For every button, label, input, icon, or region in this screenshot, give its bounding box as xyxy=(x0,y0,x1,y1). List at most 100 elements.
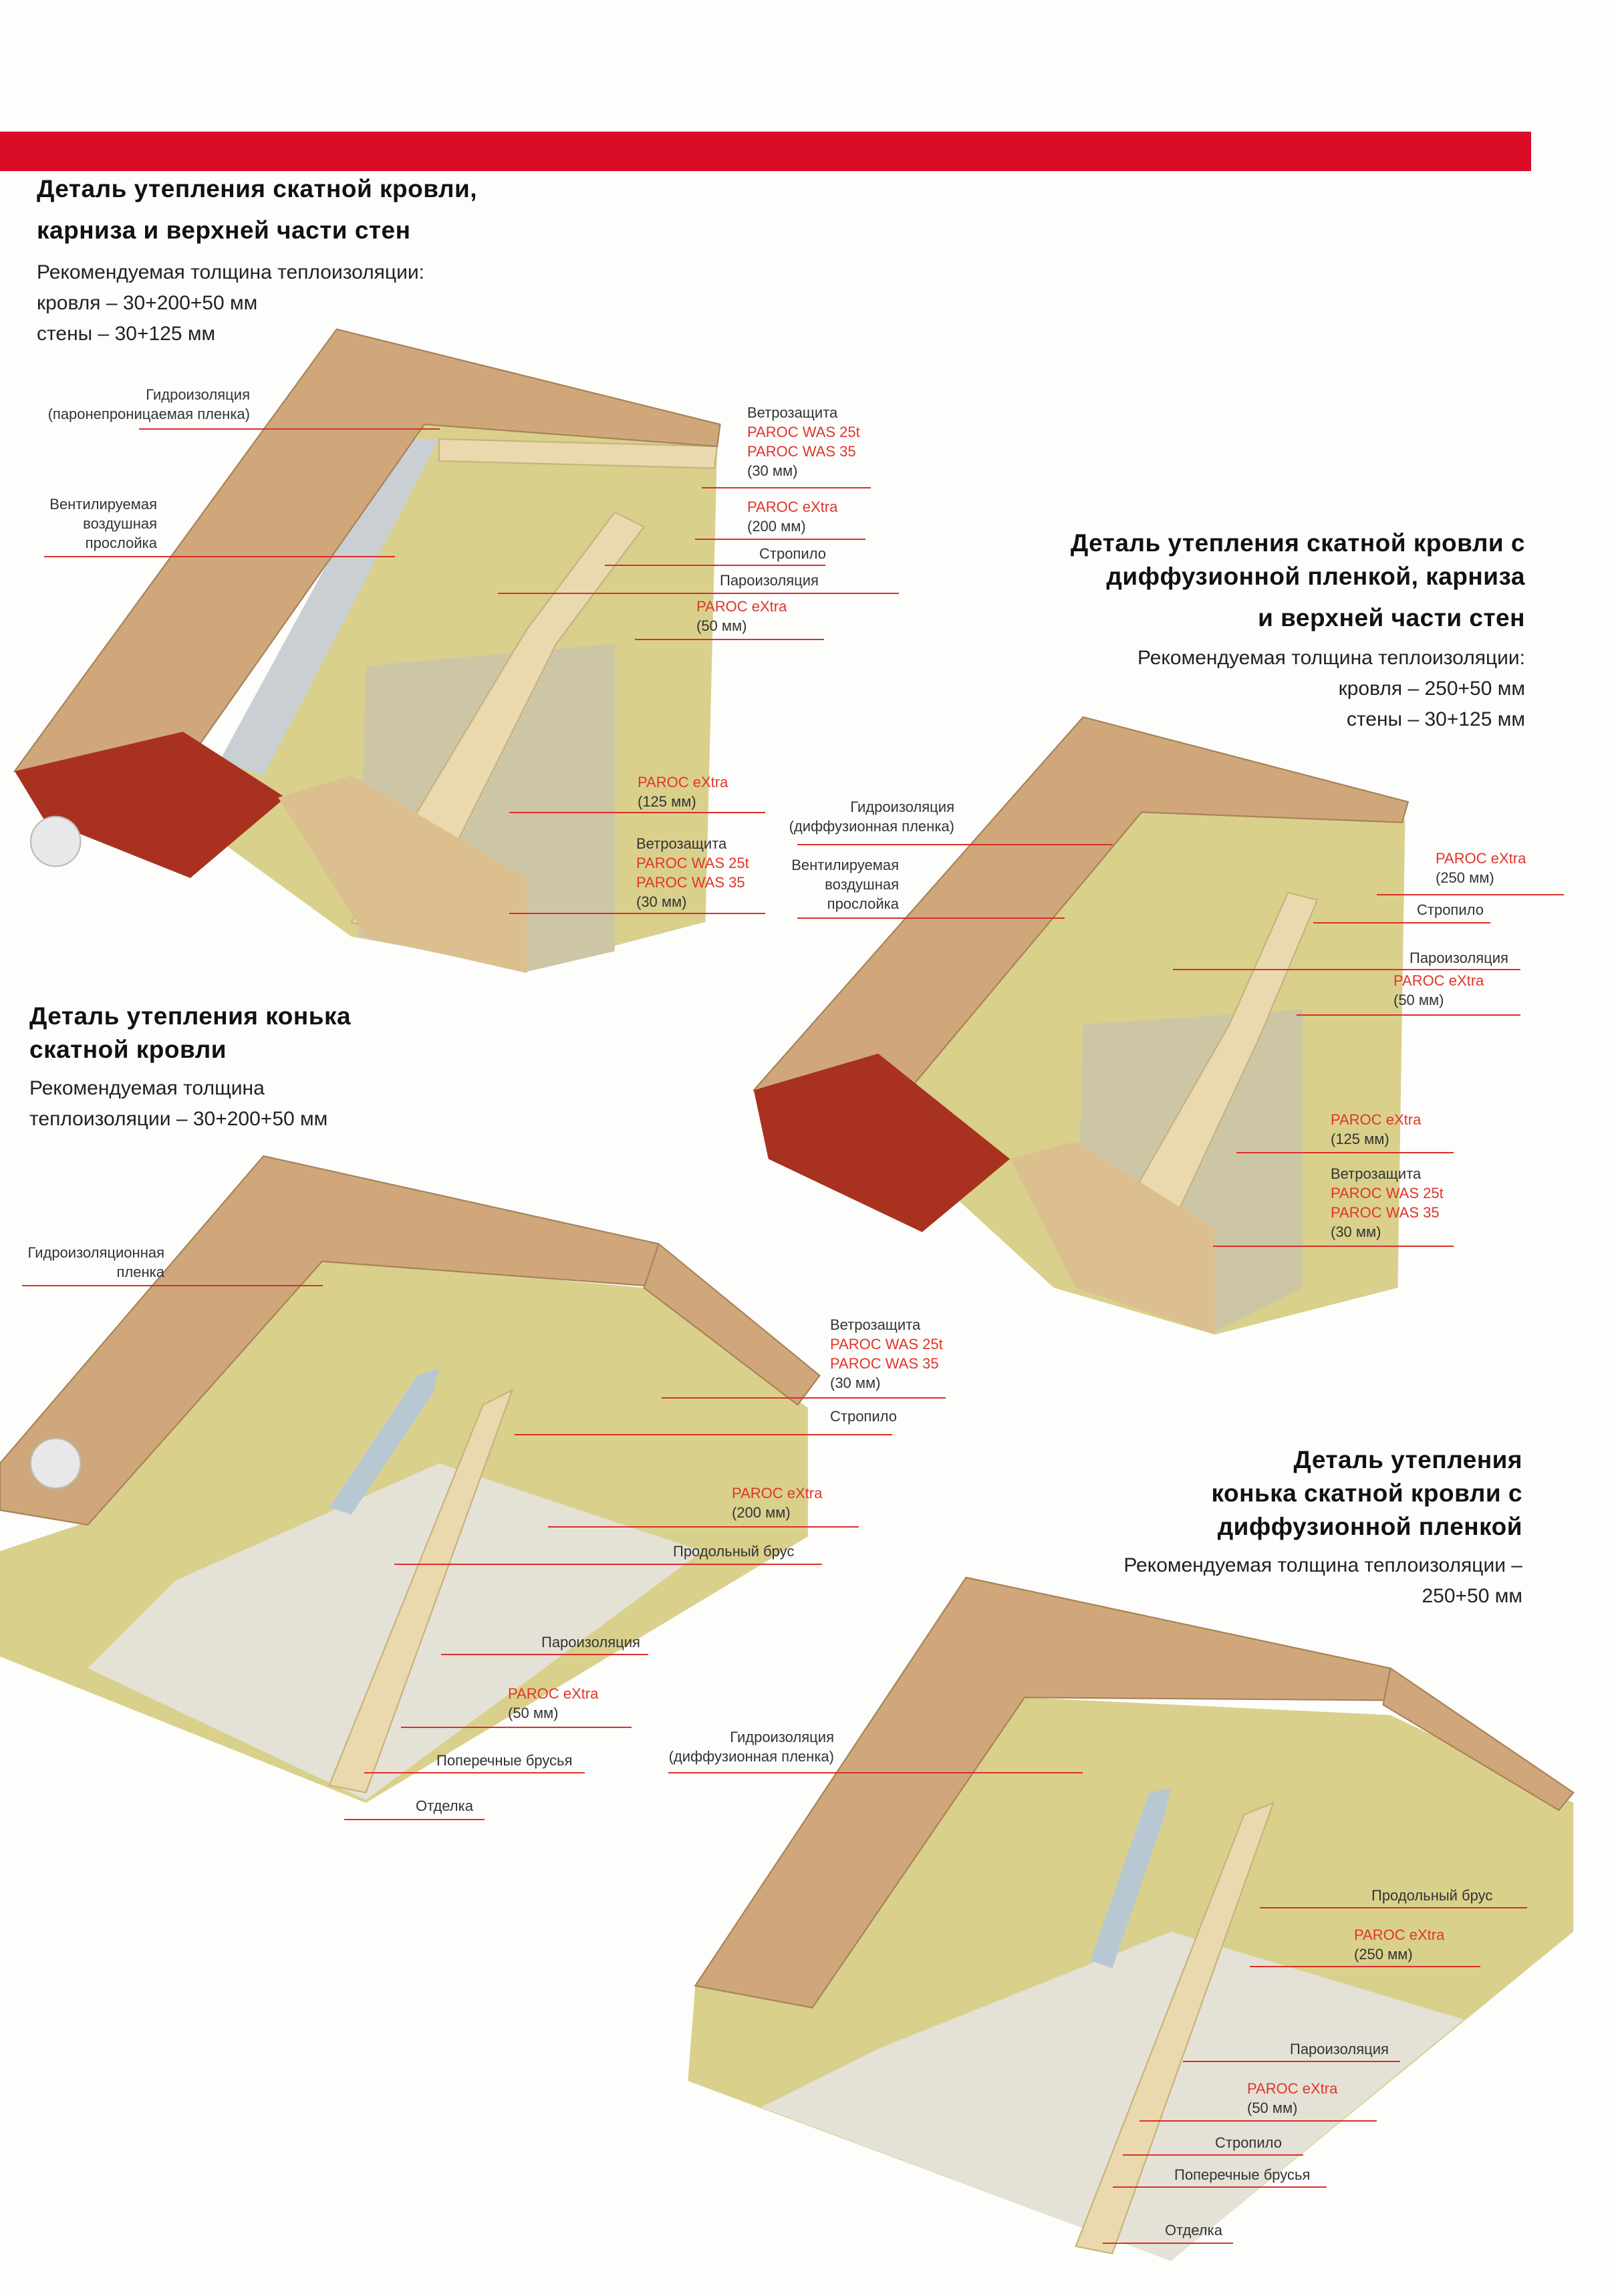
label-rafter: Стропило xyxy=(1215,2134,1282,2151)
leader-line xyxy=(441,1654,648,1655)
label-vapor: Пароизоляция xyxy=(1410,950,1508,966)
label-text: PAROC eXtra xyxy=(638,774,728,791)
label-hydro: Гидроизоляция (диффузионная пленка) xyxy=(735,797,954,836)
label-extra-200: PAROC eXtra (200 мм) xyxy=(747,497,837,536)
leader-line xyxy=(509,812,765,813)
leader-line xyxy=(1139,2120,1377,2122)
label-text: пленка xyxy=(116,1264,164,1280)
label-extra-50: PAROC eXtra (50 мм) xyxy=(1393,971,1484,1010)
ventilation-ball xyxy=(29,815,82,867)
label-text: (50 мм) xyxy=(508,1705,559,1721)
label-text: (паронепроницаемая пленка) xyxy=(47,406,250,422)
label-text: PAROC eXtra xyxy=(732,1485,823,1501)
label-text: диффузионной пленкой, карниза xyxy=(1106,563,1525,590)
leader-line xyxy=(548,1526,859,1528)
recommend-line: Рекомендуемая толщина теплоизоляции: xyxy=(37,261,424,283)
ventilation-ball xyxy=(29,1437,82,1489)
leader-line xyxy=(662,1397,946,1399)
label-text: Деталь утепления конька xyxy=(29,1002,352,1030)
label-text: Гидроизоляция xyxy=(850,799,954,815)
label-finish: Отделка xyxy=(1165,2222,1222,2239)
leader-line xyxy=(344,1819,485,1820)
label-text: PAROC WAS 25t xyxy=(636,855,749,871)
leader-line xyxy=(605,565,825,566)
leader-line xyxy=(797,844,1113,845)
brick-wall xyxy=(278,775,527,974)
label-text: Деталь утепления xyxy=(1293,1446,1522,1473)
label-text: (250 мм) xyxy=(1354,1946,1413,1963)
leader-line xyxy=(364,1772,585,1773)
label-text: (125 мм) xyxy=(1331,1131,1389,1147)
label-text: PAROC eXtra xyxy=(1354,1926,1445,1943)
label-text: PAROC eXtra xyxy=(1393,972,1484,989)
label-text: (50 мм) xyxy=(1393,992,1444,1008)
label-text: PAROC eXtra xyxy=(1331,1111,1422,1128)
label-text: (250 мм) xyxy=(1436,869,1494,886)
label-rafter: Стропило xyxy=(830,1408,897,1425)
label-text: воздушная xyxy=(825,876,899,893)
leader-line xyxy=(44,556,395,557)
label-text: и верхней части стен xyxy=(1258,604,1525,631)
recommended-thickness: Рекомендуемая толщина теплоизоляции: кро… xyxy=(802,643,1525,735)
label-cross-beams: Поперечные брусья xyxy=(436,1752,573,1769)
label-rafter: Стропило xyxy=(1417,901,1484,918)
label-text: (200 мм) xyxy=(732,1504,791,1521)
label-text: кровля – 250+50 мм xyxy=(1338,678,1525,700)
label-text: 250+50 мм xyxy=(1422,1585,1522,1607)
label-text: PAROC eXtra xyxy=(747,498,838,515)
label-text: Ветрозащита xyxy=(1331,1165,1422,1182)
leader-line xyxy=(401,1727,632,1728)
label-text: PAROC WAS 25t xyxy=(830,1336,943,1352)
label-text: Рекомендуемая толщина теплоизоляции – xyxy=(1123,1554,1522,1576)
leader-line xyxy=(1103,2243,1233,2244)
air-arrow xyxy=(329,1368,439,1515)
leader-line xyxy=(498,593,899,594)
leader-line xyxy=(668,1772,1083,1773)
label-wind-wall: Ветрозащита PAROC WAS 25t PAROC WAS 35 (… xyxy=(636,834,749,911)
label-hydro: Гидроизоляция(паронепроницаемая пленка) xyxy=(27,385,250,424)
label-vapor: Пароизоляция xyxy=(1290,2041,1389,2057)
label-vapor: Пароизоляция xyxy=(541,1634,640,1651)
label-long-beam: Продольный брус xyxy=(1371,1887,1493,1904)
leader-line xyxy=(1260,1907,1527,1908)
label-text: теплоизоляции – 30+200+50 мм xyxy=(29,1108,328,1130)
membrane xyxy=(219,438,439,776)
label-text: (30 мм) xyxy=(830,1375,881,1391)
leader-line xyxy=(695,539,865,540)
section-title-eave-diffusion: Деталь утепления скатной кровли с диффуз… xyxy=(802,527,1525,635)
leader-line xyxy=(1313,922,1490,923)
eave-gutter xyxy=(14,731,286,878)
leader-line xyxy=(1297,1014,1520,1016)
eave-roof-diagram xyxy=(13,328,721,974)
leader-line xyxy=(22,1285,323,1286)
ridge-tiles-right xyxy=(643,1242,821,1406)
label-text: PAROC WAS 35 xyxy=(636,874,745,891)
air-arrow xyxy=(1090,1788,1171,1969)
recommend-line: стены – 30+125 мм xyxy=(37,323,216,345)
leader-line xyxy=(1236,1152,1454,1153)
label-extra-50: PAROC eXtra(50 мм) xyxy=(1247,2079,1337,2118)
label-text: (200 мм) xyxy=(747,518,806,535)
ridge-roof-diagram xyxy=(0,1155,821,1803)
label-text: PAROC eXtra xyxy=(1436,850,1526,867)
label-text: PAROC WAS 35 xyxy=(747,443,856,460)
label-text: (диффузионная пленка) xyxy=(789,818,954,835)
brand-header-bar xyxy=(0,132,1531,171)
label-text: (30 мм) xyxy=(636,893,687,910)
leader-line xyxy=(1213,1246,1454,1247)
leader-line xyxy=(139,428,440,430)
label-text: Ветрозащита xyxy=(830,1316,921,1333)
label-text: Рекомендуемая толщина теплоизоляции: xyxy=(1137,647,1525,669)
label-text: Вентилируемая xyxy=(49,496,157,513)
leader-line xyxy=(1183,2061,1400,2062)
label-text: прослойка xyxy=(827,895,899,912)
leader-line xyxy=(1113,2186,1327,2188)
label-hydro: Гидроизоляция(диффузионная пленка) xyxy=(601,1727,834,1766)
brick-wall xyxy=(1010,1141,1215,1335)
label-text: PAROC WAS 35 xyxy=(830,1355,939,1372)
leader-line xyxy=(635,639,824,640)
section-title-eave: Деталь утепления скатной кровли, карниза… xyxy=(37,172,477,247)
label-text: (50 мм) xyxy=(1247,2100,1298,2116)
